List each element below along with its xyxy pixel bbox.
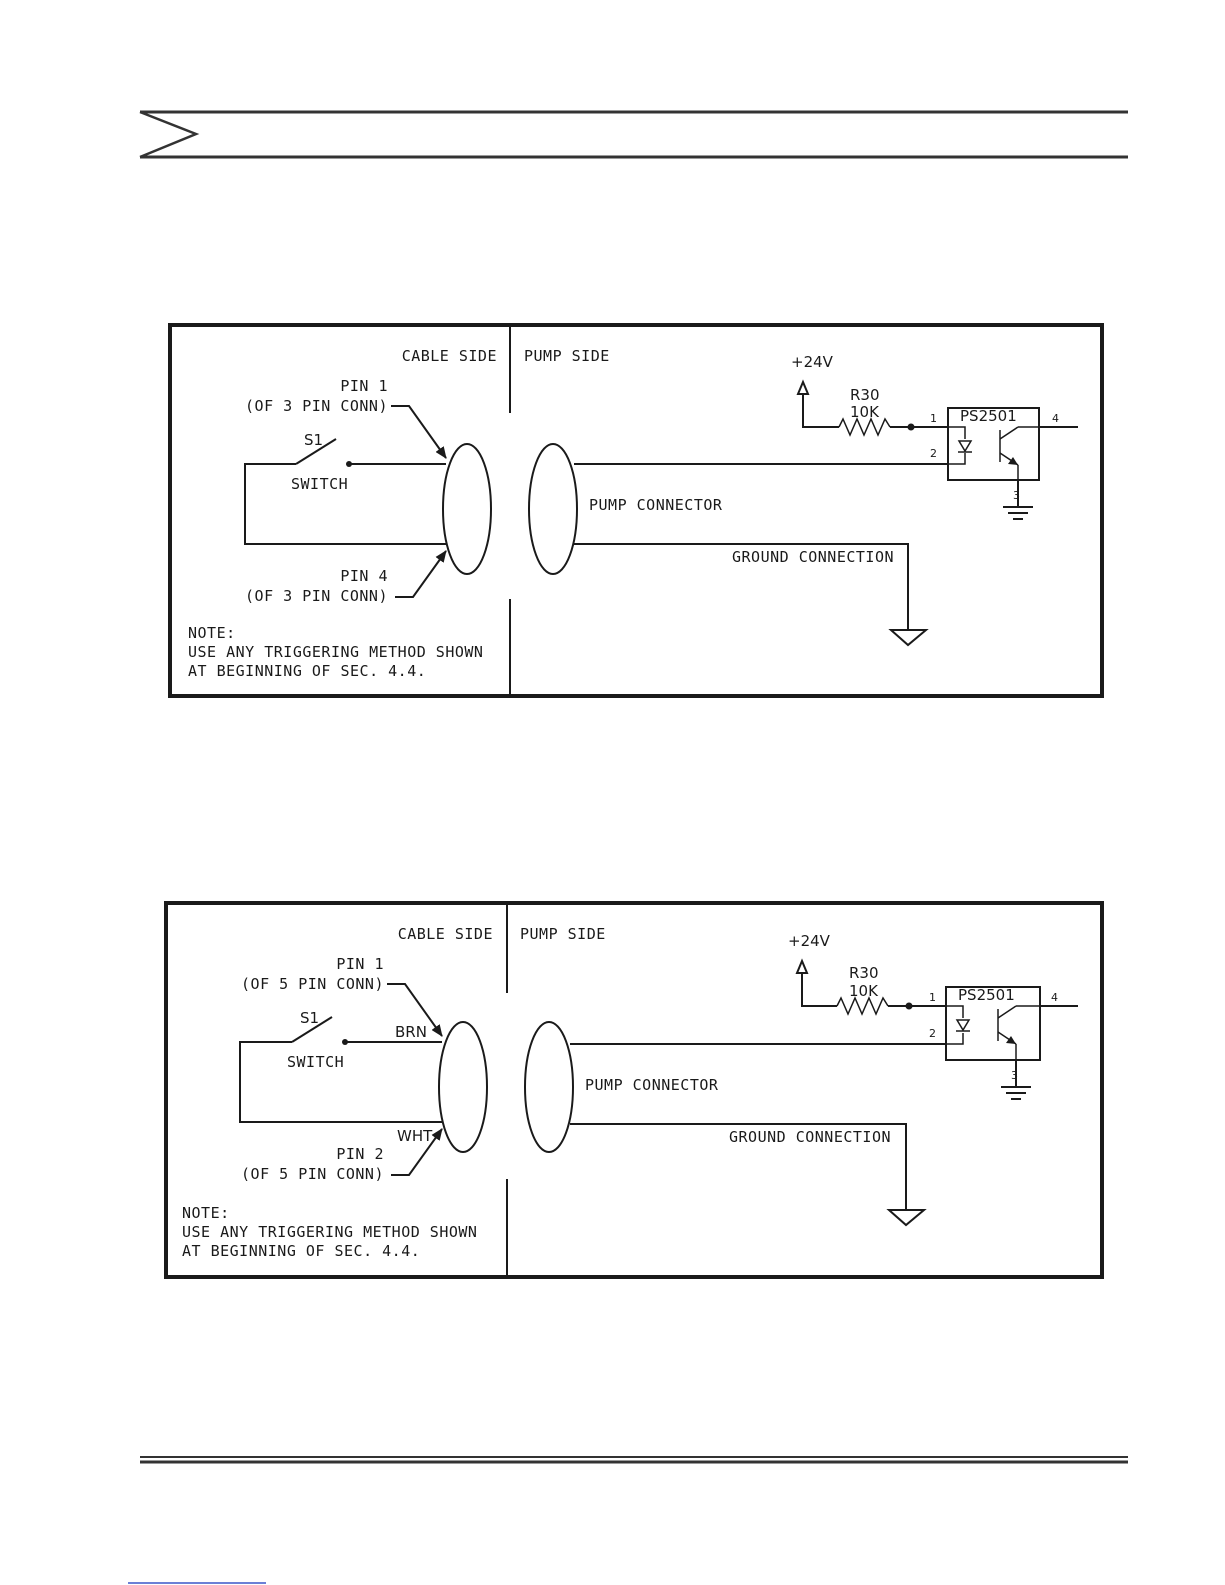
resistor-value-label: 10K: [849, 982, 879, 1000]
supply-wire: [801, 973, 837, 1007]
opto-pin-3-label: 3: [1011, 1069, 1018, 1082]
switch-loop-wire: [244, 463, 446, 545]
pump-side-label: PUMP SIDE: [520, 925, 606, 943]
led-diode-icon: [946, 1005, 971, 1045]
pin-top-conn-label: (OF 5 PIN CONN): [241, 975, 384, 993]
pump-connector: [528, 443, 578, 575]
wiring-diagram-3-pin: CABLE SIDE PUMP SIDE PIN 1 (OF 3 PIN CON…: [168, 323, 1104, 698]
section-chevron-icon: [139, 110, 200, 159]
cable-side-label: CABLE SIDE: [402, 347, 497, 365]
cable-side-label: CABLE SIDE: [398, 925, 493, 943]
pin-bottom-label: PIN 4: [340, 567, 388, 585]
opto-pin-3-label: 3: [1013, 489, 1020, 502]
footer-rule: [140, 1456, 1128, 1464]
supply-wire: [802, 394, 839, 428]
opto-pin-4-label: 4: [1051, 991, 1058, 1004]
pin-bottom-label: PIN 2: [336, 1145, 384, 1163]
pin-bottom-leader-arrow: [395, 550, 447, 598]
diagram-frame: [164, 901, 1104, 1279]
ground-wire: [570, 1123, 907, 1210]
switch-label: SWITCH: [291, 475, 348, 493]
ground-triangle-icon: [888, 629, 929, 647]
note-heading: NOTE:: [182, 1204, 230, 1222]
resistor-zigzag: [838, 417, 891, 437]
optocoupler-body: [947, 407, 1040, 481]
pump-side-label: PUMP SIDE: [524, 347, 610, 365]
note-line: USE ANY TRIGGERING METHOD SHOWN: [188, 643, 483, 661]
resistor-ref-label: R30: [849, 964, 879, 982]
resistor-junction: [907, 423, 915, 431]
optocoupler-ref-label: PS2501: [958, 986, 1015, 1004]
optocoupler-body: [945, 986, 1041, 1061]
header-rule: [139, 110, 1128, 159]
earth-ground-icon: [1003, 506, 1033, 520]
opto-pin-4-label: 4: [1052, 412, 1059, 425]
resistor-value-label: 10K: [850, 403, 880, 421]
switch-contact: [291, 1016, 333, 1043]
supply-arrow-icon: [796, 379, 810, 395]
switch-ref-label: S1: [300, 1009, 319, 1027]
wire-bottom-label: WHT: [397, 1127, 433, 1145]
led-diode-icon: [948, 426, 973, 465]
diagram-frame: [168, 323, 1104, 698]
note-line: AT BEGINNING OF SEC. 4.4.: [182, 1242, 420, 1260]
switch-label: SWITCH: [287, 1053, 344, 1071]
opto-pin-2-label: 2: [929, 1027, 936, 1040]
note-line: AT BEGINNING OF SEC. 4.4.: [188, 662, 426, 680]
switch-ref-label: S1: [304, 431, 323, 449]
pin-top-leader-arrow: [387, 983, 443, 1037]
pin-top-leader-arrow: [391, 405, 447, 459]
supply-label: +24V: [791, 353, 834, 371]
opto-pin-2-label: 2: [930, 447, 937, 460]
pin-top-label: PIN 1: [340, 377, 388, 395]
note-line: USE ANY TRIGGERING METHOD SHOWN: [182, 1223, 477, 1241]
wiring-diagram-5-pin: CABLE SIDE PUMP SIDE PIN 1 (OF 5 PIN CON…: [164, 901, 1104, 1279]
note-heading: NOTE:: [188, 624, 236, 642]
supply-label: +24V: [788, 932, 831, 950]
cable-connector: [442, 443, 492, 575]
ground-triangle-icon: [886, 1209, 927, 1227]
ground-wire: [574, 543, 909, 630]
resistor-ref-label: R30: [850, 386, 880, 404]
pin-top-conn-label: (OF 3 PIN CONN): [245, 397, 388, 415]
ground-connection-label: GROUND CONNECTION: [732, 548, 894, 566]
cable-connector: [438, 1021, 488, 1153]
pin-bottom-conn-label: (OF 5 PIN CONN): [241, 1165, 384, 1183]
opto-pin-1-label: 1: [929, 991, 936, 1004]
pin-top-label: PIN 1: [336, 955, 384, 973]
supply-arrow-icon: [795, 958, 809, 974]
resistor-junction: [905, 1002, 913, 1010]
phototransistor-icon: [999, 426, 1039, 480]
pump-connector: [524, 1021, 574, 1153]
pump-connector-label: PUMP CONNECTOR: [585, 1076, 719, 1094]
switch-contact: [295, 438, 337, 465]
opto-pin-1-label: 1: [930, 412, 937, 425]
pump-connector-label: PUMP CONNECTOR: [589, 496, 723, 514]
switch-loop-wire: [239, 1041, 442, 1123]
optocoupler-ref-label: PS2501: [960, 407, 1017, 425]
ground-connection-label: GROUND CONNECTION: [729, 1128, 891, 1146]
wire-top-label: BRN: [395, 1023, 427, 1041]
pin-bottom-conn-label: (OF 3 PIN CONN): [245, 587, 388, 605]
phototransistor-icon: [997, 1005, 1040, 1060]
resistor-zigzag: [836, 996, 889, 1016]
pin-bottom-leader-arrow: [391, 1128, 443, 1176]
earth-ground-icon: [1001, 1086, 1031, 1100]
